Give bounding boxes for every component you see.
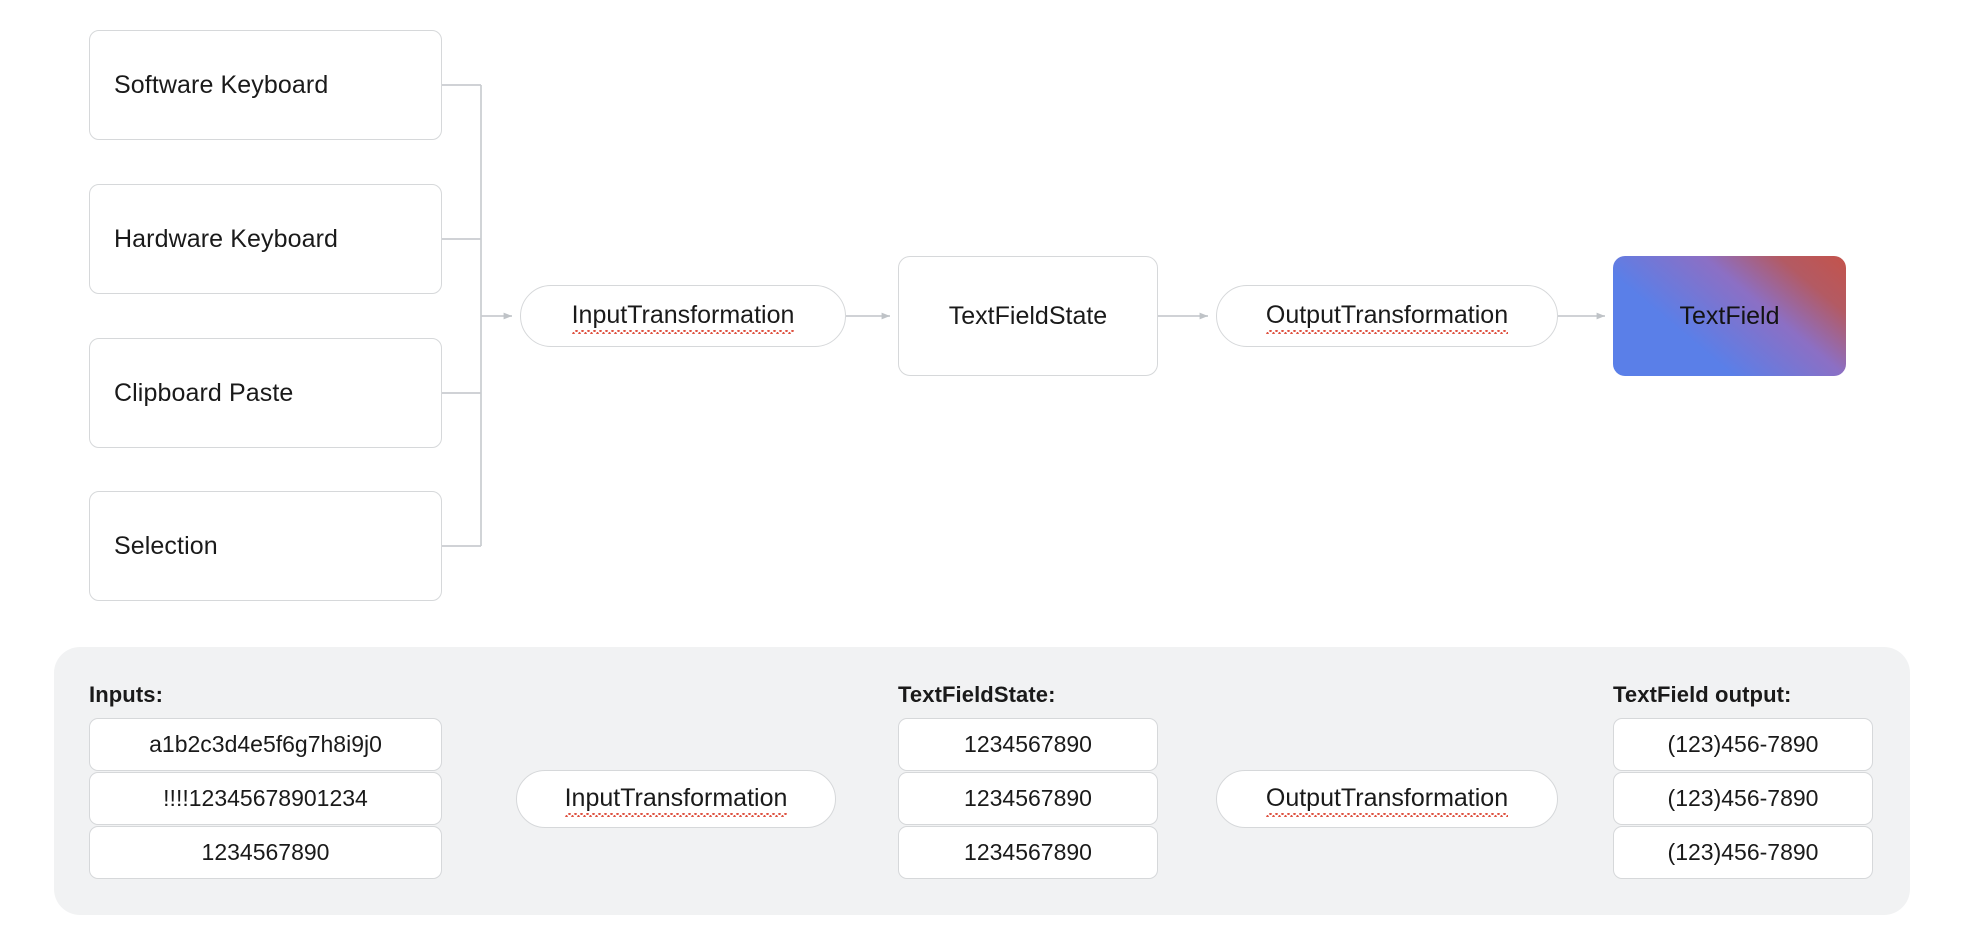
pipeline-node-label: InputTransformation [571,301,794,334]
pipeline-node-textfield[interactable]: TextField [1613,256,1846,376]
output-value-text: (123)456-7890 [1667,731,1819,757]
panel-column-label-inputs: Inputs: [89,682,164,707]
source-node-hardware-keyboard[interactable]: Hardware Keyboard [89,184,442,294]
state-value-text: 1234567890 [964,785,1092,811]
pipeline-node-textfieldstate[interactable]: TextFieldState [898,256,1158,376]
input-value-box[interactable]: 1234567890 [89,826,442,879]
pipeline-node-label: TextFieldState [948,301,1108,330]
panel-node-label: InputTransformation [564,784,787,817]
source-node-clipboard-paste[interactable]: Clipboard Paste [89,338,442,448]
state-value-box[interactable]: 1234567890 [898,826,1158,879]
input-value-text: a1b2c3d4e5f6g7h8i9j0 [149,731,382,757]
state-value-box[interactable]: 1234567890 [898,718,1158,771]
output-value-box[interactable]: (123)456-7890 [1613,826,1873,879]
pipeline-node-output-transformation[interactable]: OutputTransformation [1216,285,1558,347]
output-value-box[interactable]: (123)456-7890 [1613,718,1873,771]
input-value-box[interactable]: !!!!12345678901234 [89,772,442,825]
panel-column-label-textfield-output: TextField output: [1613,682,1792,707]
panel-node-input-transformation[interactable]: InputTransformation [516,770,836,828]
pipeline-node-input-transformation[interactable]: InputTransformation [520,285,846,347]
output-value-box[interactable]: (123)456-7890 [1613,772,1873,825]
source-node-software-keyboard[interactable]: Software Keyboard [89,30,442,140]
state-value-box[interactable]: 1234567890 [898,772,1158,825]
input-value-box[interactable]: a1b2c3d4e5f6g7h8i9j0 [89,718,442,771]
output-value-text: (123)456-7890 [1667,785,1819,811]
source-node-label: Selection [114,531,218,560]
source-node-selection[interactable]: Selection [89,491,442,601]
source-node-label: Clipboard Paste [114,378,294,407]
panel-node-label: OutputTransformation [1265,784,1509,817]
input-value-text: 1234567890 [201,839,330,865]
input-value-text: !!!!12345678901234 [163,785,368,811]
pipeline-node-label: OutputTransformation [1265,301,1509,334]
source-node-label: Software Keyboard [114,70,329,99]
source-node-label: Hardware Keyboard [114,224,339,253]
state-value-text: 1234567890 [964,731,1092,757]
panel-column-label-textfieldstate: TextFieldState: [898,682,1056,707]
state-value-text: 1234567890 [964,839,1092,865]
pipeline-node-label: TextField [1679,301,1780,330]
output-value-text: (123)456-7890 [1667,839,1819,865]
panel-node-output-transformation[interactable]: OutputTransformation [1216,770,1558,828]
